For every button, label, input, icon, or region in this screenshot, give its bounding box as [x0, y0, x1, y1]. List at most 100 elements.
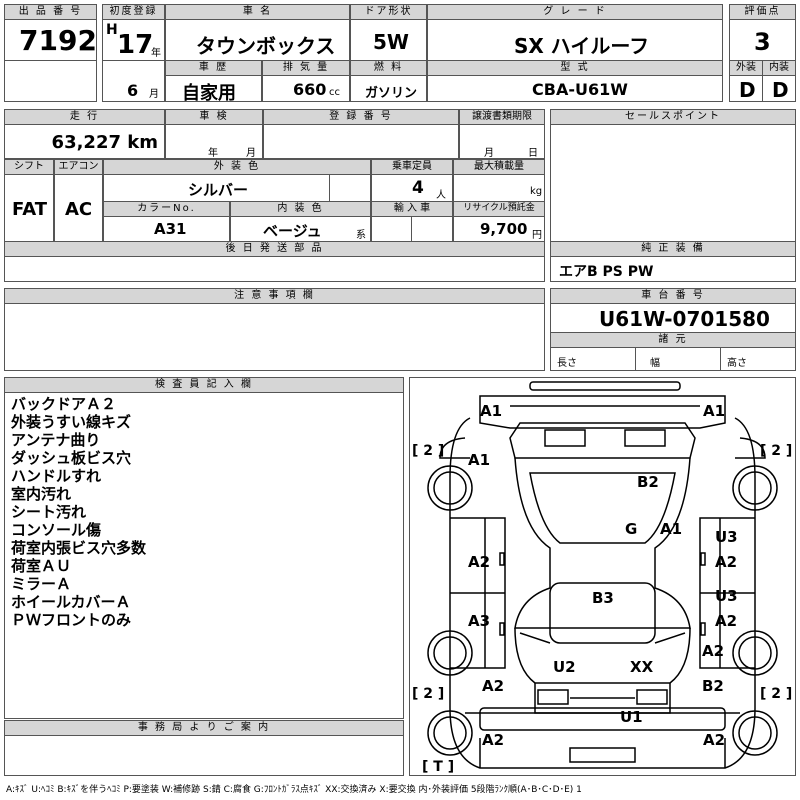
note-line: アンテナ曲り — [11, 431, 101, 449]
sales-points-label: セールスポイント — [550, 109, 796, 125]
int-color-label: 内 装 色 — [230, 201, 371, 217]
max-load-cell: kg — [453, 174, 545, 202]
mark-front-door-right-a: A2 — [715, 553, 737, 571]
equipment-label: 純 正 装 備 — [550, 241, 796, 257]
mark-rear-bumper: U1 — [620, 708, 643, 726]
capacity: 4 — [412, 178, 424, 198]
later-parts-label: 後 日 発 送 部 品 — [4, 241, 545, 257]
mark-front-door-right-u: U3 — [715, 528, 738, 546]
transfer-label: 譲渡書類期限 — [459, 109, 545, 125]
lot-number-label: 出 品 番 号 — [4, 4, 97, 20]
inspection-label: 車 検 — [165, 109, 263, 125]
shift: FAT — [12, 199, 48, 220]
equipment-cell: エアB PS PW — [550, 256, 796, 282]
width-cell: 幅 — [635, 347, 721, 371]
month-unit: 月 — [149, 89, 159, 100]
exterior-label: 外装 — [729, 60, 763, 76]
import-label: 輸 入 車 — [371, 201, 453, 217]
note-line: ダッシュ板ビス穴 — [11, 449, 132, 467]
tire-spare: [ T ] — [422, 759, 454, 775]
lot-number: 7192 — [19, 24, 97, 57]
score-cell: 3 — [729, 19, 796, 61]
interior-label: 内装 — [762, 60, 796, 76]
height-label: 高さ — [727, 358, 747, 369]
car-name-label: 車 名 — [165, 4, 350, 20]
car-name: タウンボックス — [196, 34, 336, 58]
length-cell: 長さ — [550, 347, 636, 371]
import-cell-a — [371, 216, 412, 242]
equipment: エアB PS PW — [559, 264, 654, 280]
score-label: 評価点 — [729, 4, 796, 20]
model-cell: CBA-U61W — [427, 75, 723, 102]
displacement: 660 — [293, 80, 327, 99]
mark-quarter-left: A2 — [482, 677, 504, 695]
lot-number-cell: 7192 — [4, 19, 97, 61]
grade-label: グ レ ー ド — [427, 4, 723, 20]
specs-label: 諸 元 — [550, 332, 796, 348]
displacement-cell: 660 cc — [262, 75, 350, 102]
reg-no-label: 登 録 番 号 — [263, 109, 459, 125]
int-color-cell: ベージュ 系 — [230, 216, 371, 242]
grade-cell: SX ハイルーフ — [427, 19, 723, 61]
note-line: ＰＷフロントのみ — [11, 611, 132, 629]
color-no: A31 — [154, 220, 187, 238]
note-line: バックドアＡ２ — [11, 395, 117, 413]
note-line: 室内汚れ — [11, 485, 72, 503]
int-color: ベージュ — [263, 222, 322, 240]
door: 5W — [373, 30, 409, 54]
capacity-unit: 人 — [436, 190, 446, 201]
note-line: 荷室ＡＵ — [11, 557, 72, 575]
recycle: 9,700 — [480, 220, 528, 238]
chassis-label: 車 台 番 号 — [550, 288, 796, 304]
mileage-label: 走 行 — [4, 109, 165, 125]
mark-back-right: XX — [630, 658, 654, 676]
first-reg-label: 初度登録 — [102, 4, 165, 20]
mark-front-door-left: A2 — [468, 553, 490, 571]
ac-cell: AC — [54, 174, 103, 242]
fuel: ガソリン — [365, 86, 418, 101]
max-load-unit: kg — [530, 186, 543, 197]
interior-cell: D — [762, 75, 796, 102]
length-label: 長さ — [557, 358, 577, 369]
caution-cell — [4, 303, 545, 371]
max-load-label: 最大積載量 — [453, 159, 545, 175]
transfer-day-unit: 日 — [528, 148, 538, 159]
era: H — [106, 22, 118, 38]
sales-points-cell — [550, 124, 796, 242]
score: 3 — [754, 28, 771, 56]
height-cell: 高さ — [720, 347, 796, 371]
import-cell-b — [411, 216, 453, 242]
fuel-label: 燃 料 — [350, 60, 427, 76]
mark-rear-door-right-u: U3 — [715, 587, 738, 605]
mark-rear-right: B2 — [702, 677, 724, 695]
mark-fender-left: A1 — [468, 451, 490, 469]
mark-quarter-right: A2 — [702, 642, 724, 660]
mark-back-left: U2 — [553, 658, 576, 676]
ac-label: エアコン — [54, 159, 103, 175]
year: 17 — [117, 30, 154, 60]
history-label: 車 歴 — [165, 60, 262, 76]
office-label: 事 務 局 よ り ご 案 内 — [4, 720, 404, 736]
lot-blank-cell — [4, 60, 97, 102]
ext-color-extra-cell — [329, 174, 371, 202]
legend: A:ｷｽﾞ U:ﾍｺﾐ B:ｷｽﾞを伴うﾍｺﾐ P:要塗装 W:補修跡 S:錆 … — [6, 785, 582, 795]
ext-color-label: 外 装 色 — [103, 159, 371, 175]
ext-color: シルバー — [188, 181, 249, 199]
transfer-cell: 月 日 — [459, 124, 545, 159]
capacity-cell: 4 人 — [371, 174, 453, 202]
tire-rear-left: [ 2 ] — [412, 686, 444, 702]
door-label: ドア形状 — [350, 4, 427, 20]
exterior-cell: D — [729, 75, 763, 102]
inspection-month-unit: 月 — [246, 148, 256, 159]
recycle-unit: 円 — [532, 230, 542, 241]
mark-fender-right: A1 — [660, 520, 682, 538]
ext-color-cell: シルバー — [103, 174, 330, 202]
note-line: ホイールカバーＡ — [11, 593, 131, 611]
grade: SX ハイルーフ — [514, 34, 650, 58]
displacement-unit: cc — [329, 87, 340, 98]
color-no-label: カラーNo. — [103, 201, 230, 217]
year-unit: 年 — [151, 48, 161, 59]
recycle-cell: 9,700 円 — [453, 216, 545, 242]
tire-front-right: [ 2 ] — [760, 443, 792, 459]
caution-label: 注 意 事 項 欄 — [4, 288, 545, 304]
